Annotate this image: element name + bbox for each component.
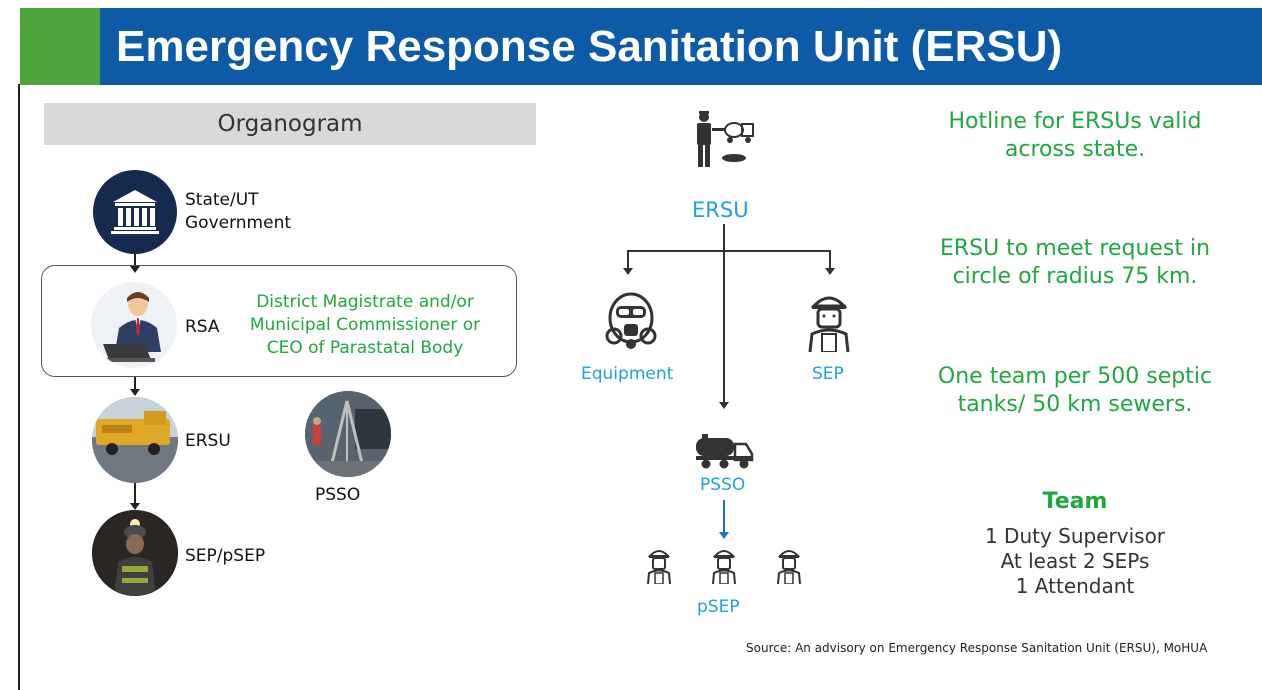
source-note: Source: An advisory on Emergency Respons…: [746, 641, 1208, 655]
psep-worker-icon: [645, 546, 673, 585]
team-ratio-line2: tanks/ 50 km sewers.: [957, 392, 1193, 417]
psso-photo: [305, 391, 391, 477]
sewer-truck-icon: [694, 432, 754, 470]
psso-label: PSSO: [315, 485, 361, 505]
rsa-desc-line1: District Magistrate and/or: [256, 292, 474, 312]
connector-line: [134, 483, 136, 505]
radius-line1: ERSU to meet request in: [939, 236, 1211, 261]
branch-line: [627, 250, 831, 252]
connector-line: [134, 254, 136, 268]
psep-worker-icon: [710, 546, 738, 585]
ersu-worker-truck-icon: [690, 108, 758, 170]
page-title: Emergency Response Sanitation Unit (ERSU…: [116, 22, 1063, 71]
trunk-line: [723, 224, 725, 404]
rsa-group-box: [41, 265, 517, 377]
hotline-line2: across state.: [1004, 137, 1146, 162]
officer-at-laptop-icon: [91, 282, 177, 368]
team-heading: Team: [1042, 489, 1108, 514]
sep-psep-label: SEP/pSEP: [185, 546, 266, 566]
team-member-item: At least 2 SEPs: [1000, 549, 1150, 573]
ersu-vehicle-photo: [92, 397, 178, 483]
branch-line: [627, 250, 629, 270]
psep-worker-icon: [775, 546, 803, 585]
radius-line2: circle of radius 75 km.: [952, 264, 1198, 289]
arrow-down-icon: [719, 532, 729, 539]
psso-connector-line: [723, 500, 725, 534]
team-member-item: 1 Duty Supervisor: [984, 524, 1166, 548]
flow-ersu-label: ERSU: [692, 198, 749, 222]
hotline-note: Hotline for ERSUs valid across state.: [905, 108, 1245, 164]
arrow-down-icon: [130, 266, 140, 273]
frame-border: [18, 84, 20, 690]
arrow-down-icon: [130, 389, 140, 396]
rsa-label: RSA: [185, 317, 220, 337]
organogram-heading-bar: [44, 103, 536, 145]
equipment-label: Equipment: [581, 364, 674, 384]
connector-line: [134, 377, 136, 391]
rsa-description: District Magistrate and/or Municipal Com…: [230, 291, 500, 360]
arrow-down-icon: [623, 268, 633, 275]
organogram-heading: Organogram: [217, 111, 363, 137]
team-member-item: 1 Attendant: [1015, 574, 1135, 598]
team-members-list: 1 Duty Supervisor At least 2 SEPs 1 Atte…: [950, 524, 1200, 599]
state-label-line2: Government: [185, 213, 292, 233]
arrow-down-icon: [825, 268, 835, 275]
branch-line: [829, 250, 831, 270]
title-accent-block: [20, 8, 100, 85]
arrow-down-icon: [719, 402, 729, 409]
hotline-line1: Hotline for ERSUs valid: [948, 109, 1202, 134]
gas-mask-icon: [604, 290, 658, 352]
team-ratio-line1: One team per 500 septic: [937, 364, 1213, 389]
flow-psso-label: PSSO: [700, 475, 746, 495]
rsa-desc-line3: CEO of Parastatal Body: [266, 338, 464, 358]
title-banner: [20, 8, 1262, 85]
ersu-label: ERSU: [185, 431, 231, 451]
sep-label: SEP: [812, 364, 844, 384]
sep-worker-icon: [806, 290, 852, 353]
arrow-down-icon: [130, 503, 140, 510]
government-building-icon: [93, 170, 177, 254]
rsa-desc-line2: Municipal Commissioner or: [249, 315, 481, 335]
state-label-line1: State/UT: [185, 190, 259, 210]
radius-note: ERSU to meet request in circle of radius…: [905, 235, 1245, 291]
sep-worker-photo: [92, 510, 178, 596]
psep-label: pSEP: [697, 597, 740, 617]
team-ratio-note: One team per 500 septic tanks/ 50 km sew…: [905, 363, 1245, 419]
